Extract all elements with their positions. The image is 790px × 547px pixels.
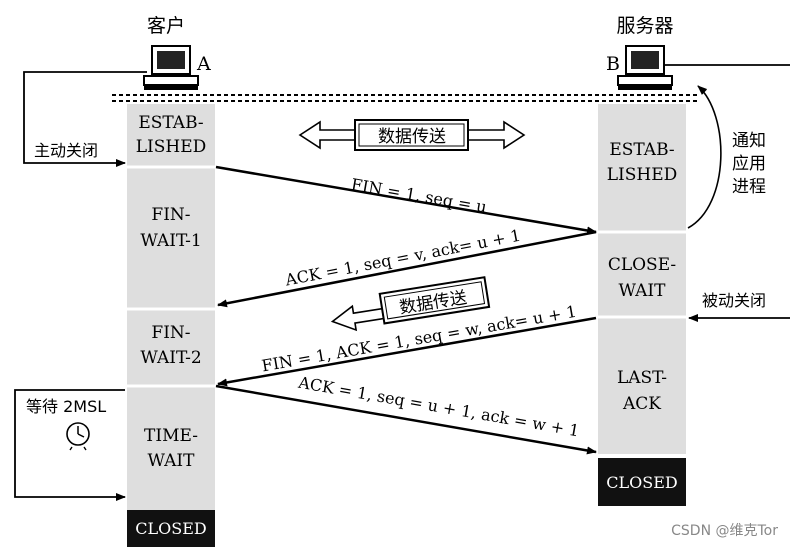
data-transfer-double-arrow bbox=[298, 119, 526, 151]
client-state-closed: CLOSED bbox=[135, 519, 206, 538]
client-state-timewait-l2: WAIT bbox=[148, 451, 196, 471]
notify-app-arrow bbox=[687, 85, 722, 229]
passive-close-label: 被动关闭 bbox=[702, 291, 766, 310]
message-label-fin1: FIN = 1, seq = u bbox=[350, 175, 488, 217]
client-state-finwait2-l2: WAIT-2 bbox=[140, 348, 201, 368]
wait-2msl-label: 等待 2MSL bbox=[26, 397, 106, 416]
active-close-arrow bbox=[23, 71, 147, 167]
server-state-closewait-l2: WAIT bbox=[619, 281, 667, 301]
server-state-established-l2: LISHED bbox=[607, 165, 678, 185]
data-transfer-left-arrow bbox=[330, 276, 491, 332]
server-title: 服务器 bbox=[616, 15, 673, 37]
message-arrow-fin1 bbox=[215, 165, 597, 235]
notify-app-label-l1: 通知 bbox=[732, 131, 766, 151]
message-arrow-ack1 bbox=[217, 230, 597, 308]
client-state-finwait1-l2: WAIT-1 bbox=[140, 231, 201, 251]
server-timeline-column bbox=[598, 104, 686, 454]
server-closed-box bbox=[598, 458, 686, 506]
client-timeline-column bbox=[127, 104, 215, 510]
notify-app-label-l2: 应用 bbox=[732, 154, 766, 174]
clock-icon bbox=[66, 422, 90, 451]
notify-app-label-l3: 进程 bbox=[732, 177, 766, 197]
server-state-lastack-l1: LAST- bbox=[617, 368, 667, 388]
client-computer-icon bbox=[143, 45, 199, 90]
client-state-finwait2-l1: FIN- bbox=[151, 323, 190, 343]
client-state-timewait-l1: TIME- bbox=[144, 426, 198, 446]
client-state-established-l1: ESTAB- bbox=[138, 113, 203, 133]
message-arrow-fin2 bbox=[217, 316, 597, 387]
server-state-closewait-l1: CLOSE- bbox=[608, 255, 676, 275]
watermark: CSDN @维克Tor bbox=[671, 523, 778, 539]
client-label: A bbox=[196, 53, 211, 75]
client-closed-box bbox=[127, 510, 215, 547]
server-state-lastack-l2: ACK bbox=[622, 394, 661, 414]
client-state-finwait1-l1: FIN- bbox=[151, 205, 190, 225]
client-state-established-l2: LISHED bbox=[136, 137, 207, 157]
active-close-label: 主动关闭 bbox=[34, 141, 98, 160]
server-label: B bbox=[606, 53, 620, 75]
client-title: 客户 bbox=[147, 15, 185, 37]
message-arrow-ack2 bbox=[215, 384, 597, 455]
message-label-ack1: ACK = 1, seq = v, ack= u + 1 bbox=[283, 226, 523, 290]
state-separators bbox=[127, 165, 686, 388]
server-state-established-l1: ESTAB- bbox=[609, 140, 674, 160]
server-state-closed: CLOSED bbox=[606, 473, 677, 492]
data-transfer-label-top: 数据传送 bbox=[378, 127, 446, 147]
wait-2msl-bracket bbox=[14, 389, 126, 501]
server-computer-icon bbox=[617, 45, 673, 90]
